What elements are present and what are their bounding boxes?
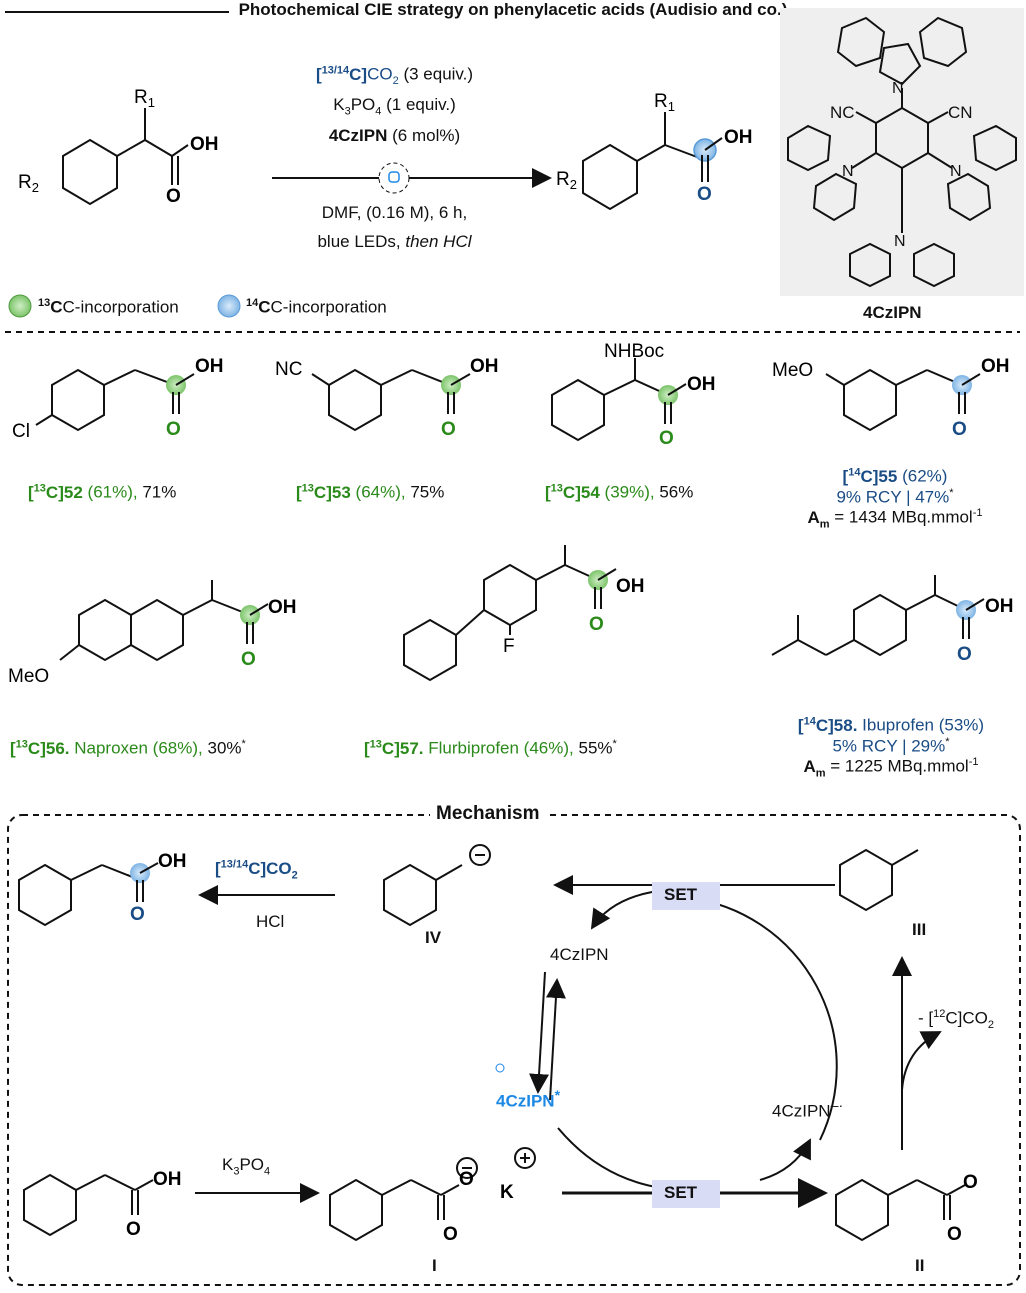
svg-text:O: O xyxy=(659,428,674,449)
svg-text:OH: OH xyxy=(195,356,224,377)
svg-text:OH: OH xyxy=(616,576,645,597)
label-I: I xyxy=(432,1256,437,1275)
catalyst-label: 4CzIPN xyxy=(863,303,922,322)
o-product-label: O xyxy=(697,184,712,205)
k-charge xyxy=(514,1147,536,1169)
label-58: [14C]58. Ibuprofen (53%) 5% RCY | 29%* A… xyxy=(797,715,985,780)
c14-legend: 14CC-incorporation xyxy=(246,297,387,317)
oh-label: OH xyxy=(190,134,219,155)
svg-text:OH: OH xyxy=(981,356,1010,377)
base-label: K3PO4 xyxy=(222,1155,271,1178)
k-ion: K xyxy=(500,1182,514,1203)
mechanism-frame xyxy=(7,814,1021,1286)
c13-legend: 13CC-incorporation xyxy=(38,297,179,317)
catalyst-excited-state: 4CzIPN* xyxy=(496,1088,561,1111)
o-label: O xyxy=(166,186,181,207)
label-52: [13C]52 (61%), 71% xyxy=(28,482,177,502)
r1-label: R1 xyxy=(134,87,155,110)
mechanism-title: Mechanism xyxy=(430,803,546,825)
set-box-top xyxy=(652,882,720,910)
scope-structures: OHO OHO OHO OHO OHO OHO OHO Cl NC NHBoc … xyxy=(8,341,1014,687)
c13-legend-icon xyxy=(8,294,32,318)
condition-light: blue LEDs, then HCl xyxy=(317,232,472,251)
r2-label: R2 xyxy=(18,172,39,195)
label-IV: IV xyxy=(425,928,442,947)
light-icon xyxy=(378,162,410,194)
svg-text:MeO: MeO xyxy=(8,666,49,687)
svg-text:OH: OH xyxy=(158,851,187,872)
co2-reagent: [13/14C]CO2 xyxy=(215,858,298,882)
n-atom-bottom: N xyxy=(894,233,906,250)
svg-text:F: F xyxy=(503,636,515,657)
section-divider xyxy=(5,331,1020,333)
hcl-label: HCl xyxy=(256,912,285,931)
cn-left: NC xyxy=(830,103,855,122)
svg-text:NHBoc: NHBoc xyxy=(604,341,664,362)
r1-product-label: R1 xyxy=(654,91,675,114)
svg-text:O: O xyxy=(126,1219,141,1240)
svg-text:O: O xyxy=(957,644,972,665)
condition-reagent: [13/14C]CO2 (3 equiv.) xyxy=(315,64,474,88)
c14-legend-icon xyxy=(217,294,241,318)
svg-text:O: O xyxy=(589,614,604,635)
svg-text:O: O xyxy=(459,1169,474,1190)
svg-text:OH: OH xyxy=(153,1169,182,1190)
label-57: [13C]57. Flurbiprofen (46%), 55%* xyxy=(364,738,617,758)
svg-text:O: O xyxy=(166,419,181,440)
catalyst-structure: N N N N NC CN xyxy=(787,16,1017,288)
svg-text:OH: OH xyxy=(985,596,1014,617)
svg-text:O: O xyxy=(441,419,456,440)
cn-right: CN xyxy=(948,103,973,122)
svg-text:OH: OH xyxy=(470,356,499,377)
catalyst-reduced-state: 4CzIPN–· xyxy=(772,1098,844,1121)
svg-text:OH: OH xyxy=(268,597,297,618)
label-56: [13C]56. Naproxen (68%), 30%* xyxy=(10,738,246,758)
catalyst-ground-state: 4CzIPN xyxy=(550,945,609,964)
set-box-bottom xyxy=(652,1180,720,1208)
svg-text:O: O xyxy=(963,1172,978,1193)
label-III: III xyxy=(912,920,927,939)
condition-base: K3PO4 (1 equiv.) xyxy=(333,95,456,118)
co2-loss: - [12C]CO2 xyxy=(918,1008,994,1032)
svg-text:O: O xyxy=(947,1224,962,1245)
set-label-top: SET xyxy=(664,885,698,904)
label-54: [13C]54 (39%), 56% xyxy=(545,482,694,502)
r2-product-label: R2 xyxy=(556,169,577,192)
svg-text:O: O xyxy=(952,419,967,440)
svg-text:MeO: MeO xyxy=(772,360,813,381)
svg-text:O: O xyxy=(241,649,256,670)
svg-text:OH: OH xyxy=(687,374,716,395)
svg-text:O: O xyxy=(443,1224,458,1245)
condition-solvent: DMF, (0.16 M), 6 h, xyxy=(321,203,468,222)
svg-text:NC: NC xyxy=(275,359,302,380)
label-53: [13C]53 (64%), 75% xyxy=(296,482,445,502)
label-55: [14C]55 (62%) 9% RCY | 47%* Am = 1434 MB… xyxy=(807,466,983,531)
condition-catalyst: 4CzIPN (6 mol%) xyxy=(328,126,461,145)
set-label-bottom: SET xyxy=(664,1183,698,1202)
figure-title: Photochemical CIE strategy on phenylacet… xyxy=(0,0,1026,20)
mechanism-scheme: OH O OH O O O O O K xyxy=(7,814,1021,1286)
svg-text:Cl: Cl xyxy=(12,421,30,442)
svg-text:O: O xyxy=(130,904,145,925)
carboxylate-charge xyxy=(456,1157,478,1179)
catalyst-panel: N N N N NC CN xyxy=(780,8,1024,296)
oh-product-label: OH xyxy=(724,127,753,148)
anion-charge xyxy=(469,844,491,866)
main-reaction: R1 R2 OH O R1 R2 OH O xyxy=(8,87,753,318)
n-atom-left: N xyxy=(842,163,854,180)
n-atom-top: N xyxy=(892,80,904,97)
label-II: II xyxy=(915,1256,925,1275)
n-atom-right: N xyxy=(950,163,962,180)
light-icon-mech xyxy=(495,1063,505,1073)
